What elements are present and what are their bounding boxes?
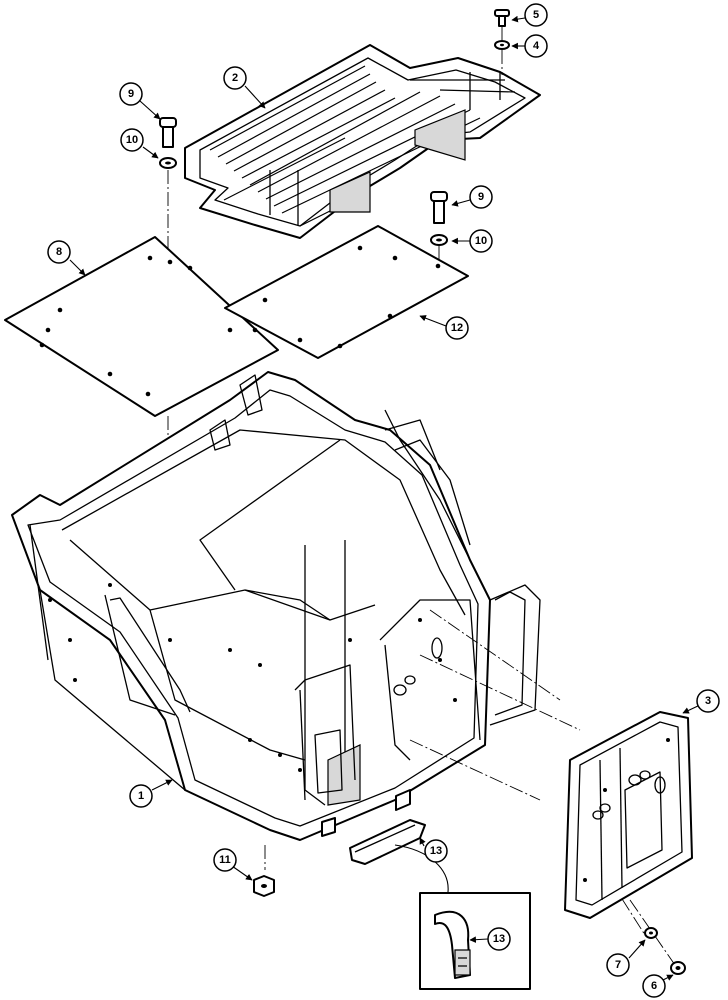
nut-part-6 [670,961,686,975]
washer-part-10-left [159,157,177,169]
callout-10-left: 10 [120,128,144,152]
callout-13-strip: 13 [424,839,448,863]
svg-text:1: 1 [138,790,144,802]
svg-text:13: 13 [493,933,505,945]
svg-text:6: 6 [651,980,657,992]
floor-plate-part-8 [4,236,279,417]
washer-part-7 [644,927,658,939]
callout-5: 5 [524,3,548,27]
callout-11: 11 [213,848,237,872]
svg-text:4: 4 [533,40,540,52]
rear-panel-part-3 [564,711,693,919]
svg-text:9: 9 [128,88,134,100]
nut-part-11 [253,875,275,897]
svg-text:11: 11 [219,854,231,866]
callout-3: 3 [696,689,720,713]
bolt-part-9-left [159,117,177,148]
callout-8: 8 [47,240,71,264]
callout-9-left: 9 [119,82,143,106]
svg-text:2: 2 [232,72,238,84]
callout-12: 12 [445,316,469,340]
callout-9-right: 9 [469,185,493,209]
washer-part-4 [494,40,510,50]
floor-mat-part-2 [184,44,541,239]
svg-text:13: 13 [430,845,442,857]
trim-profile-detail-box [419,892,531,990]
callout-7: 7 [606,953,630,977]
svg-text:7: 7 [615,959,621,971]
washer-part-10-right [430,234,448,246]
callout-1: 1 [129,784,153,808]
cab-tub-part-1 [11,371,541,841]
svg-text:10: 10 [475,235,487,247]
svg-text:10: 10 [126,134,138,146]
callout-2: 2 [223,66,247,90]
bolt-part-5 [494,9,510,27]
svg-text:8: 8 [56,246,62,258]
svg-text:3: 3 [705,695,711,707]
svg-text:5: 5 [533,9,539,21]
bolt-part-9-right [430,191,448,224]
svg-text:12: 12 [451,322,463,334]
callout-6: 6 [642,974,666,998]
callout-4: 4 [524,34,548,58]
callout-10-right: 10 [469,229,493,253]
svg-text:9: 9 [478,191,484,203]
callout-13-detail: 13 [487,927,511,951]
floor-plate-part-12 [224,225,469,359]
